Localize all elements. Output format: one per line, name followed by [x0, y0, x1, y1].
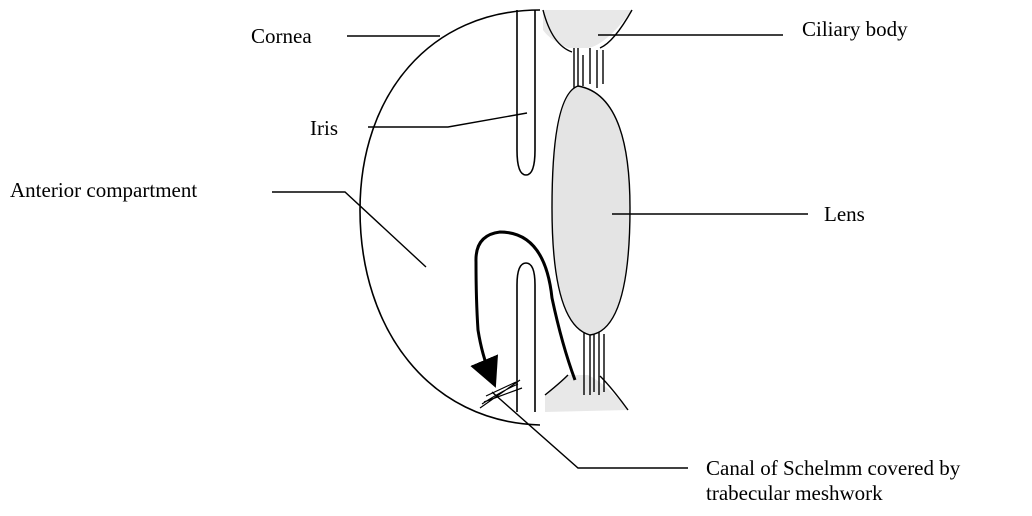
- iris-leader: [368, 113, 527, 127]
- label-lens: Lens: [824, 202, 865, 226]
- label-cornea: Cornea: [251, 24, 312, 48]
- iris-upper: [517, 10, 535, 175]
- leader-lines: [272, 35, 808, 468]
- trabecular-meshwork: [480, 380, 522, 408]
- cornea: [360, 10, 540, 425]
- ciliary-body-top: [543, 10, 632, 48]
- lens: [552, 86, 630, 335]
- label-anterior-compartment: Anterior compartment: [10, 178, 197, 202]
- anterior-compartment-leader: [272, 192, 426, 267]
- label-ciliary-body: Ciliary body: [802, 17, 908, 41]
- label-iris: Iris: [310, 116, 338, 140]
- label-canal-line1: Canal of Schelmm covered by: [706, 456, 960, 480]
- zonule-fibres-top: [574, 48, 603, 90]
- iris-lower: [517, 263, 535, 412]
- label-canal-line2: trabecular meshwork: [706, 481, 883, 505]
